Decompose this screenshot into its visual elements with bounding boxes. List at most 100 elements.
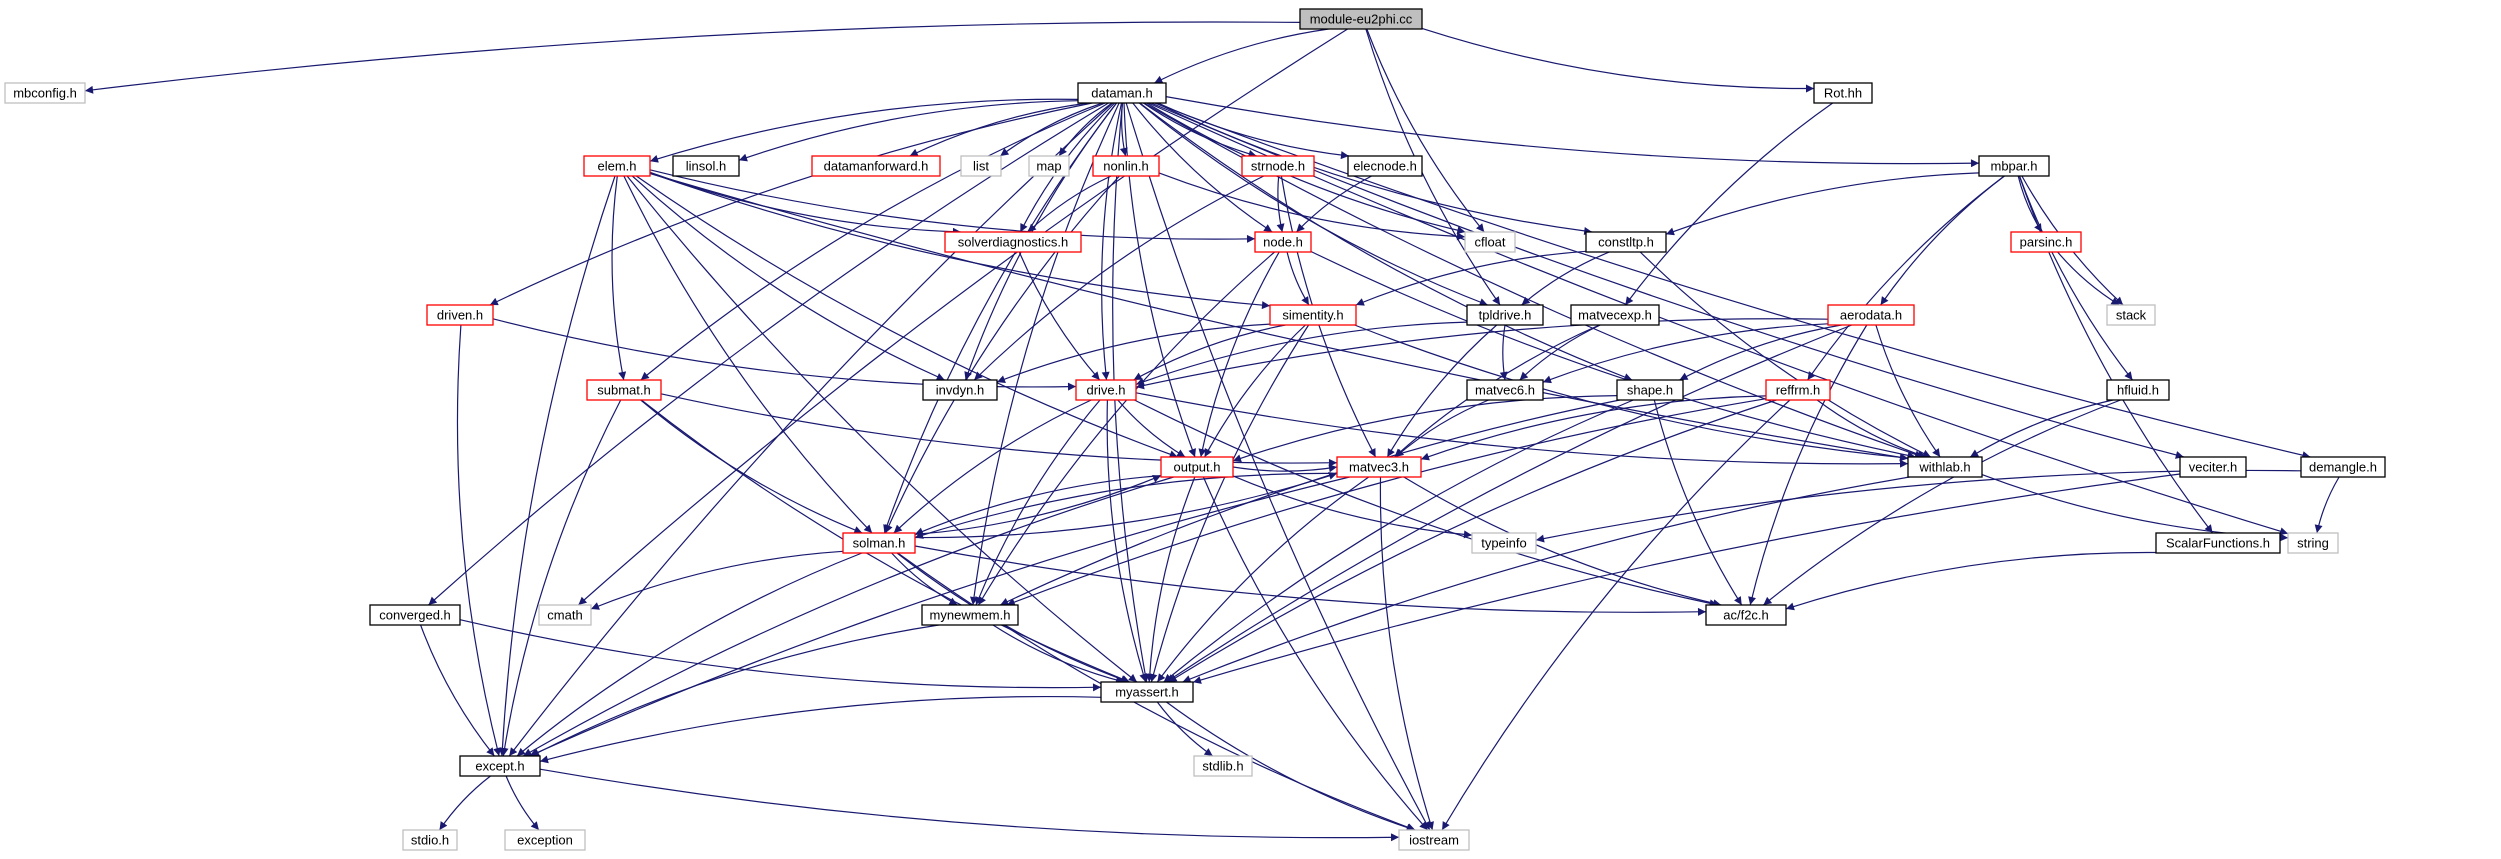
node-myassert[interactable]: myassert.h: [1100, 681, 1194, 703]
node-mynewmem-box: [921, 604, 1019, 626]
edge-solman-to-matvec3: [914, 472, 1338, 539]
edge-matvec3-to-except: [529, 476, 1350, 757]
node-stdio-box: [402, 829, 458, 851]
node-tpldrive[interactable]: tpldrive.h: [1466, 304, 1544, 326]
edge-myassert-to-iostream: [1166, 701, 1415, 832]
edge-except-to-stdio: [439, 775, 491, 831]
node-mbpar[interactable]: mbpar.h: [1978, 155, 2050, 177]
node-constltp[interactable]: constltp.h: [1585, 231, 1667, 253]
edge-tpldrive-to-drive: [1135, 321, 1468, 386]
node-drive[interactable]: drive.h: [1075, 379, 1137, 401]
node-acf2c-box: [1705, 604, 1787, 626]
node-string-label: string: [2297, 536, 2329, 551]
node-simentity[interactable]: simentity.h: [1269, 304, 1357, 326]
node-elecnode-label: elecnode.h: [1353, 159, 1417, 174]
edge-dataman-to-map: [1058, 102, 1113, 157]
node-veciter[interactable]: veciter.h: [2179, 456, 2247, 478]
edge-submat-to-myassert: [640, 399, 1130, 683]
node-solman[interactable]: solman.h: [842, 532, 916, 554]
node-matvecexp[interactable]: matvecexp.h: [1570, 304, 1660, 326]
node-cmath-box: [538, 604, 592, 626]
edge-demangle-to-typeinfo: [1535, 469, 2302, 543]
node-iostream: iostream: [1398, 829, 1470, 851]
node-dataman-label: dataman.h: [1091, 86, 1152, 101]
node-reffrm-box: [1765, 379, 1831, 401]
node-dataman[interactable]: dataman.h: [1077, 82, 1167, 104]
node-string: string: [2287, 532, 2339, 554]
node-linsol-box: [672, 155, 740, 177]
edge-solman-to-output: [914, 474, 1162, 535]
node-solverdiagnostics[interactable]: solverdiagnostics.h: [944, 231, 1082, 253]
node-root[interactable]: module-eu2phi.cc: [1299, 8, 1423, 30]
edge-drive-to-mynewmem: [975, 399, 1101, 606]
node-converged[interactable]: converged.h: [369, 604, 461, 626]
node-except-box: [459, 755, 541, 777]
edge-submat-to-matvec3: [660, 393, 1338, 467]
node-withlab[interactable]: withlab.h: [1907, 456, 1983, 478]
edge-output-to-solman: [914, 475, 1162, 536]
node-typeinfo-box: [1471, 532, 1537, 554]
node-map-box: [1028, 155, 1070, 177]
node-root-box: [1299, 8, 1423, 30]
edge-constltp-to-withlab: [1639, 251, 1932, 458]
node-matvec6[interactable]: matvec6.h: [1466, 379, 1544, 401]
edge-matvec3-to-myassert: [1156, 476, 1370, 683]
node-mynewmem[interactable]: mynewmem.h: [921, 604, 1019, 626]
node-datamanforward[interactable]: datamanforward.h: [811, 155, 941, 177]
edge-mbpar-to-reffrm: [1807, 175, 2005, 381]
node-list-label: list: [973, 159, 989, 174]
edge-demangle-to-string: [2314, 476, 2340, 534]
node-matvec3[interactable]: matvec3.h: [1336, 456, 1422, 478]
node-strnode[interactable]: strnode.h: [1241, 155, 1315, 177]
node-list: list: [960, 155, 1002, 177]
node-shape[interactable]: shape.h: [1616, 379, 1684, 401]
edge-tpldrive-to-matvec3: [1386, 324, 1498, 458]
edge-nonlin-to-solman: [885, 175, 1120, 534]
node-nonlin[interactable]: nonlin.h: [1092, 155, 1160, 177]
edge-solman-to-myassert: [896, 552, 1130, 684]
node-elecnode[interactable]: elecnode.h: [1347, 155, 1423, 177]
edge-simentity-to-myassert: [1149, 324, 1310, 683]
node-acf2c[interactable]: ac/f2c.h: [1705, 604, 1787, 626]
node-node-box: [1254, 231, 1312, 253]
edge-simentity-to-output: [1204, 324, 1306, 458]
node-aerodata[interactable]: aerodata.h: [1827, 304, 1915, 326]
node-except[interactable]: except.h: [459, 755, 541, 777]
edge-mynewmem-to-myassert: [992, 624, 1125, 684]
node-driven[interactable]: driven.h: [426, 304, 494, 326]
node-scalarfunctions-box: [2155, 532, 2281, 554]
node-rot[interactable]: Rot.hh: [1813, 82, 1873, 104]
node-matvec6-label: matvec6.h: [1475, 383, 1535, 398]
edge-node-to-withlab: [1310, 250, 1916, 460]
node-parsinc[interactable]: parsinc.h: [2010, 231, 2082, 253]
node-node-label: node.h: [1263, 235, 1303, 250]
node-hfluid[interactable]: hfluid.h: [2106, 379, 2170, 401]
node-submat[interactable]: submat.h: [586, 379, 662, 401]
edge-matvec3-to-acf2c: [1403, 476, 1722, 608]
node-output[interactable]: output.h: [1160, 456, 1234, 478]
edge-drive-to-acf2c: [1134, 399, 1718, 608]
node-scalarfunctions[interactable]: ScalarFunctions.h: [2155, 532, 2281, 554]
edge-aerodata-to-drive: [1135, 318, 1829, 390]
node-cmath-label: cmath: [547, 608, 582, 623]
node-invdyn[interactable]: invdyn.h: [922, 379, 998, 401]
node-reffrm[interactable]: reffrm.h: [1765, 379, 1831, 401]
node-cfloat-label: cfloat: [1474, 235, 1505, 250]
node-solman-label: solman.h: [853, 536, 906, 551]
edge-dataman-to-iostream: [1125, 102, 1431, 831]
node-stdlib: stdlib.h: [1193, 755, 1253, 777]
node-drive-box: [1075, 379, 1137, 401]
node-stack-label: stack: [2116, 308, 2147, 323]
edge-drive-to-output: [1117, 399, 1186, 458]
node-elem[interactable]: elem.h: [583, 155, 651, 177]
edge-aerodata-to-acf2c: [1748, 324, 1868, 606]
node-linsol[interactable]: linsol.h: [672, 155, 740, 177]
edge-elem-to-invdyn: [631, 175, 945, 381]
node-demangle[interactable]: demangle.h: [2300, 456, 2386, 478]
edge-dataman-to-converged: [428, 102, 1109, 606]
node-node[interactable]: node.h: [1254, 231, 1312, 253]
node-matvecexp-box: [1570, 304, 1660, 326]
node-demangle-label: demangle.h: [2309, 460, 2377, 475]
edge-elem-to-solverdiagnostics: [649, 171, 961, 236]
edge-dataman-to-datamanforward: [909, 102, 1089, 157]
